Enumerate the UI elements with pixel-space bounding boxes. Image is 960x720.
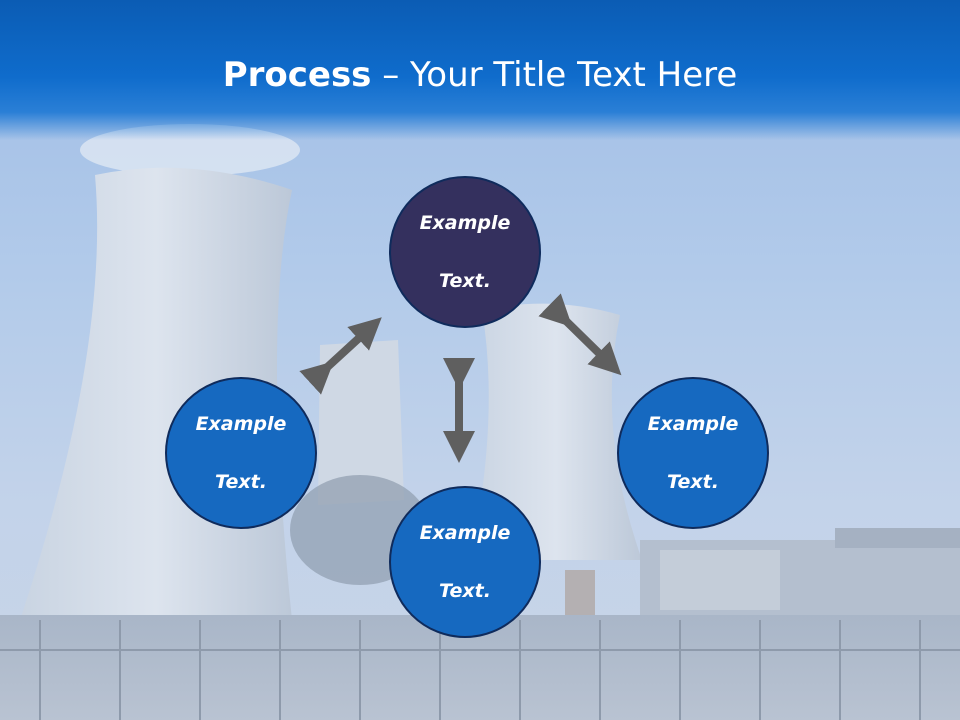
- arrow-top-right: [538, 293, 622, 376]
- arrow-top-left: [299, 317, 382, 395]
- slide-title: Process – Your Title Text Here: [0, 52, 960, 98]
- node-right-line1: Example: [647, 412, 739, 435]
- node-left-line2: Text.: [215, 470, 267, 493]
- node-right-line2: Text.: [667, 470, 719, 493]
- node-left-line1: Example: [195, 412, 287, 435]
- node-bottom-line1: Example: [419, 521, 511, 544]
- node-top-line1: Example: [419, 211, 511, 234]
- node-bottom-line2: Text.: [439, 579, 491, 602]
- title-rest: – Your Title Text Here: [371, 55, 738, 95]
- title-bold: Process: [222, 55, 372, 95]
- title-bar: [0, 0, 960, 140]
- node-top-line2: Text.: [439, 269, 491, 292]
